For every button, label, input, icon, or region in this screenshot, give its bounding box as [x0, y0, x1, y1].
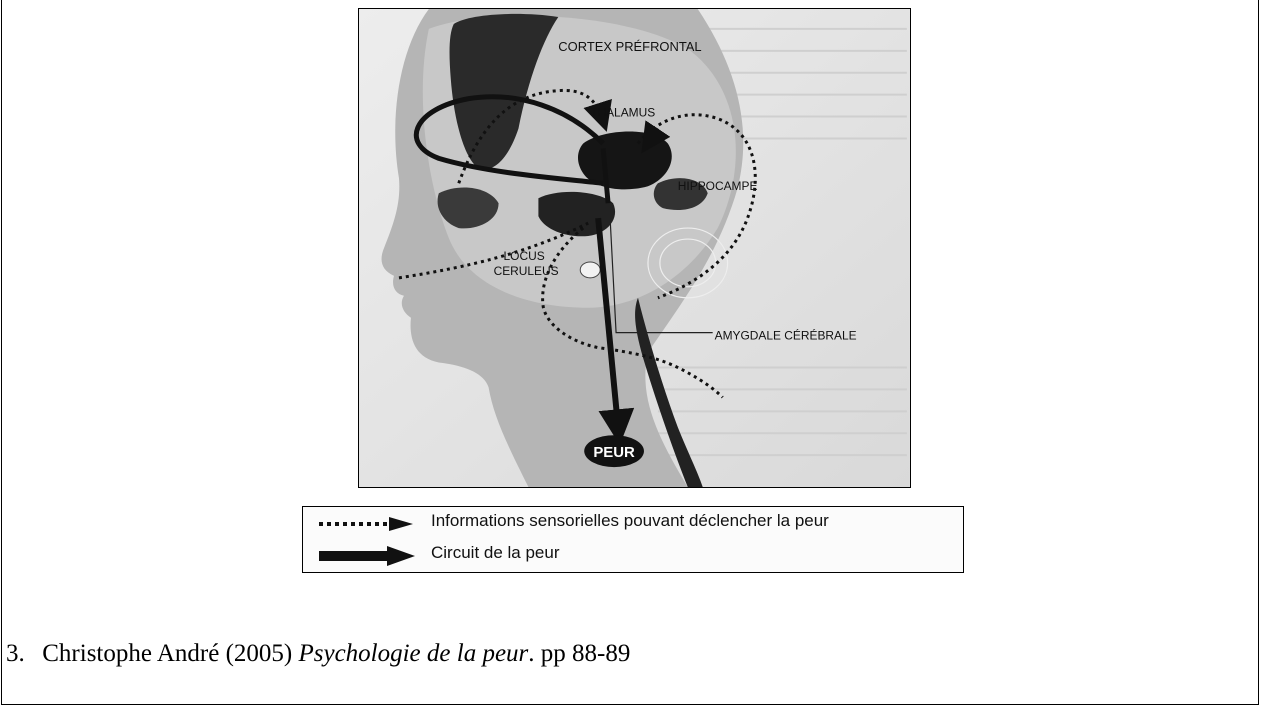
citation-number: 3. — [6, 640, 25, 667]
prefrontal-cortex-region — [449, 13, 559, 170]
sensory-arrow-thalamus — [641, 120, 671, 154]
sensory-path-top — [457, 88, 612, 184]
legend-item-sensory: Informations sensorielles pouvant déclen… — [303, 510, 963, 538]
legend-box: Informations sensorielles pouvant déclen… — [302, 506, 964, 573]
label-locus-2: CERULEUS — [494, 264, 559, 278]
citation-pages: . pp 88-89 — [528, 640, 631, 667]
sensory-path-lower — [541, 226, 724, 399]
fear-loop-path — [413, 94, 605, 186]
solid-arrow-icon — [319, 546, 415, 566]
sensory-path-hippo — [636, 113, 757, 300]
locus-ceruleus-dot — [579, 261, 601, 279]
nasal-region — [437, 187, 499, 229]
fear-link-path — [600, 148, 611, 204]
fear-circuit — [413, 94, 635, 446]
citation-title: Psychologie de la peur — [298, 640, 529, 667]
label-hippocampe: HIPPOCAMPE — [678, 179, 758, 193]
label-thalamus: THALAMUS — [590, 106, 655, 120]
fear-main-arrow — [595, 217, 635, 446]
legend-item-circuit: Circuit de la peur — [303, 542, 963, 570]
cerebellum-outline — [647, 227, 729, 299]
brainstem — [635, 297, 703, 487]
hippocampus-region — [653, 178, 708, 211]
citation: 3. Christophe André (2005) Psychologie d… — [6, 640, 630, 668]
sensory-path-face — [398, 221, 589, 280]
citation-author: Christophe André (2005) — [42, 640, 293, 667]
label-cortex: CORTEX PRÉFRONTAL — [558, 39, 701, 54]
peur-badge — [584, 435, 644, 468]
brain-diagram: CORTEX PRÉFRONTAL THALAMUS HIPPOCAMPE LO… — [359, 9, 910, 487]
label-locus-1: LOCUS — [504, 249, 545, 263]
fear-circuit-figure: CORTEX PRÉFRONTAL THALAMUS HIPPOCAMPE LO… — [358, 8, 911, 488]
label-peur: PEUR — [593, 444, 635, 461]
sensory-paths — [398, 88, 757, 399]
legend-text-circuit: Circuit de la peur — [431, 543, 560, 562]
legend-text-sensory: Informations sensorielles pouvant déclen… — [431, 511, 829, 530]
label-amygdale: AMYGDALE CÉRÉBRALE — [715, 328, 857, 343]
dotted-arrow-icon — [319, 517, 413, 531]
amygdale-pointer-line — [609, 218, 713, 334]
